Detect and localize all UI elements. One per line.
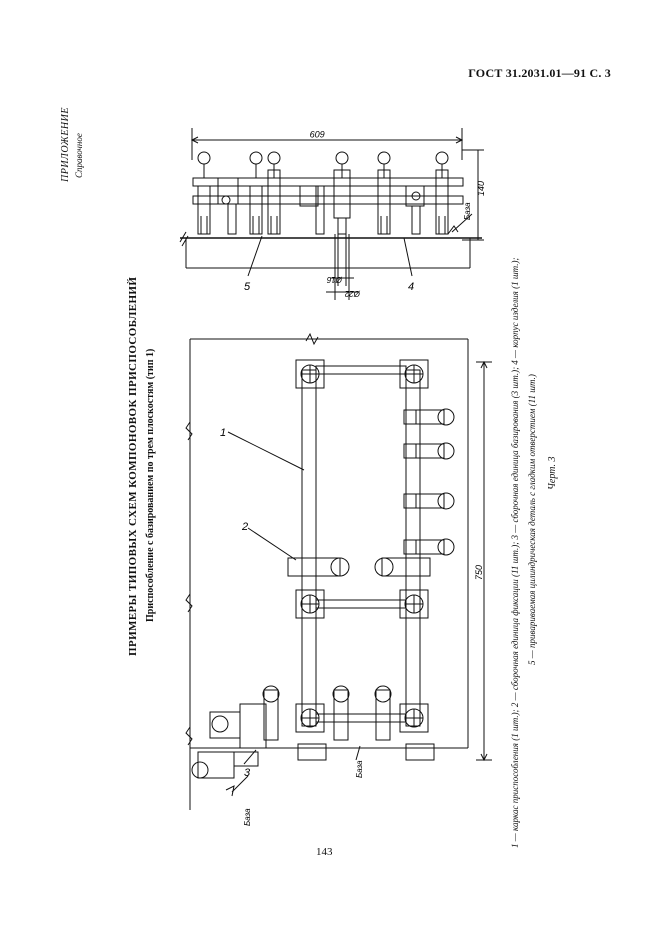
top-clamp-5 [377,151,391,235]
plan-clamp-2 [403,442,455,460]
plan-clamp-4 [403,538,455,556]
top-clamp-1 [197,151,211,235]
page-header: ГОСТ 31.2031.01—91 С. 3 [468,66,611,80]
top-view [179,128,484,300]
callout-4: 4 [408,281,414,293]
base-label-bottom-center: База [355,760,364,778]
corner-block-1 [295,359,325,389]
plan-clamp-3 [403,492,455,510]
dim-d22: Ø22 [344,289,361,298]
corner-block-6 [399,703,429,733]
corner-block-4 [399,589,429,619]
dim-750: 750 [474,565,484,580]
plan-clamp-5 [374,557,431,577]
callout-1: 1 [220,427,226,439]
corner-block-5 [295,703,325,733]
callout-3: 3 [244,767,251,779]
plan-clamp-7 [262,685,280,741]
main-view [185,332,492,810]
top-clamp-6 [435,151,449,235]
dim-609: 609 [310,129,325,139]
callout-5: 5 [244,281,251,293]
top-clamp-2 [249,151,263,235]
plan-clamp-1 [403,408,455,426]
base-label-top: База [463,202,472,220]
plan-clamp-9 [374,685,392,741]
plan-clamp-6 [287,557,350,577]
callout-2: 2 [241,521,248,533]
dim-140: 140 [476,181,486,196]
corner-block-3 [295,589,325,619]
corner-block-2 [399,359,429,389]
top-clamp-3 [267,151,281,235]
page-number: 143 [316,846,333,858]
top-clamp-4 [333,151,351,235]
dim-d16: Ø16 [326,275,343,284]
plan-clamp-8 [332,685,350,741]
base-label-bottom-left: База [243,808,252,826]
